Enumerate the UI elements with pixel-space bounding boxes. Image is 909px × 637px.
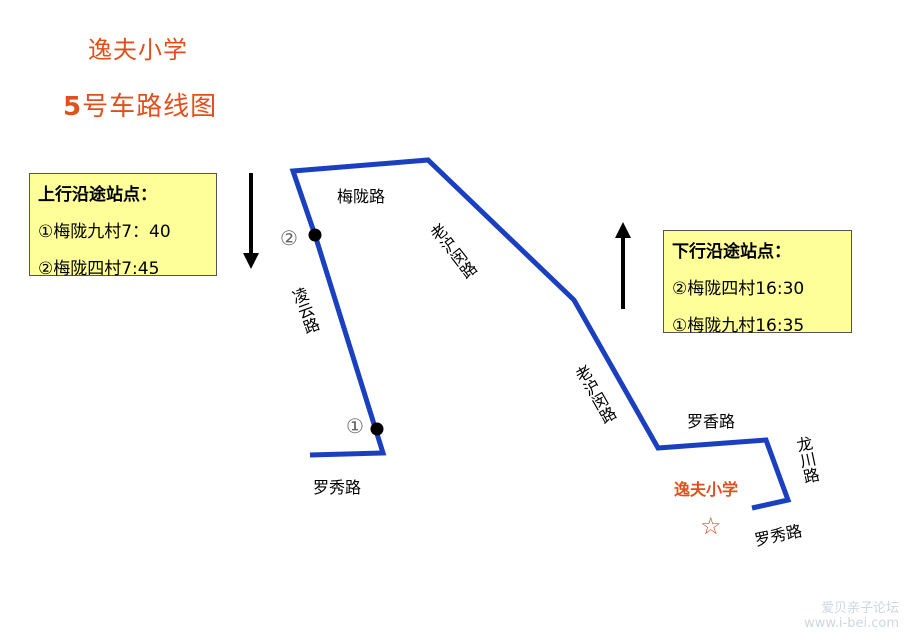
down-stops-box: 下行沿途站点： ②梅陇四村16:30 ①梅陇九村16:35: [663, 230, 852, 336]
watermark-line1: 爱贝亲子论坛: [820, 601, 899, 616]
route-number: 5: [63, 92, 83, 122]
up-stop-2: ②梅陇四村7:45: [38, 259, 160, 279]
road-label-meilong: 梅陇路: [337, 187, 386, 206]
road-label-luoxiang: 罗香路: [687, 412, 736, 431]
down-stop-2: ①梅陇九村16:35: [672, 316, 805, 336]
school-label: 逸夫小学: [674, 480, 739, 499]
road-label-luoxiu-left: 罗秀路: [313, 478, 362, 497]
stop1-dot: [370, 422, 384, 436]
school-star-icon: ☆: [700, 512, 722, 540]
up-stop-1: ①梅陇九村7：40: [38, 222, 171, 242]
down-arrow-head: [243, 253, 259, 269]
stop2-dot: [308, 228, 322, 242]
watermark-line2: www.i-bei.com: [804, 616, 899, 631]
route-title: 5号车路线图: [63, 86, 217, 123]
stop1-marker: ①: [346, 414, 364, 438]
down-stops-header: 下行沿途站点：: [672, 242, 791, 262]
down-stop-1: ②梅陇四村16:30: [672, 279, 805, 299]
up-stops-box: 上行沿途站点： ①梅陇九村7：40 ②梅陇四村7:45: [29, 173, 217, 279]
up-stops-header: 上行沿途站点：: [38, 185, 157, 205]
school-title: 逸夫小学: [88, 36, 188, 64]
up-arrow-head: [615, 222, 631, 238]
route-line-left: [289, 157, 792, 511]
watermark: 爱贝亲子论坛 www.i-bei.com: [804, 601, 899, 631]
route-title-suffix: 号车路线图: [82, 92, 218, 122]
stop2-marker: ②: [280, 226, 298, 250]
